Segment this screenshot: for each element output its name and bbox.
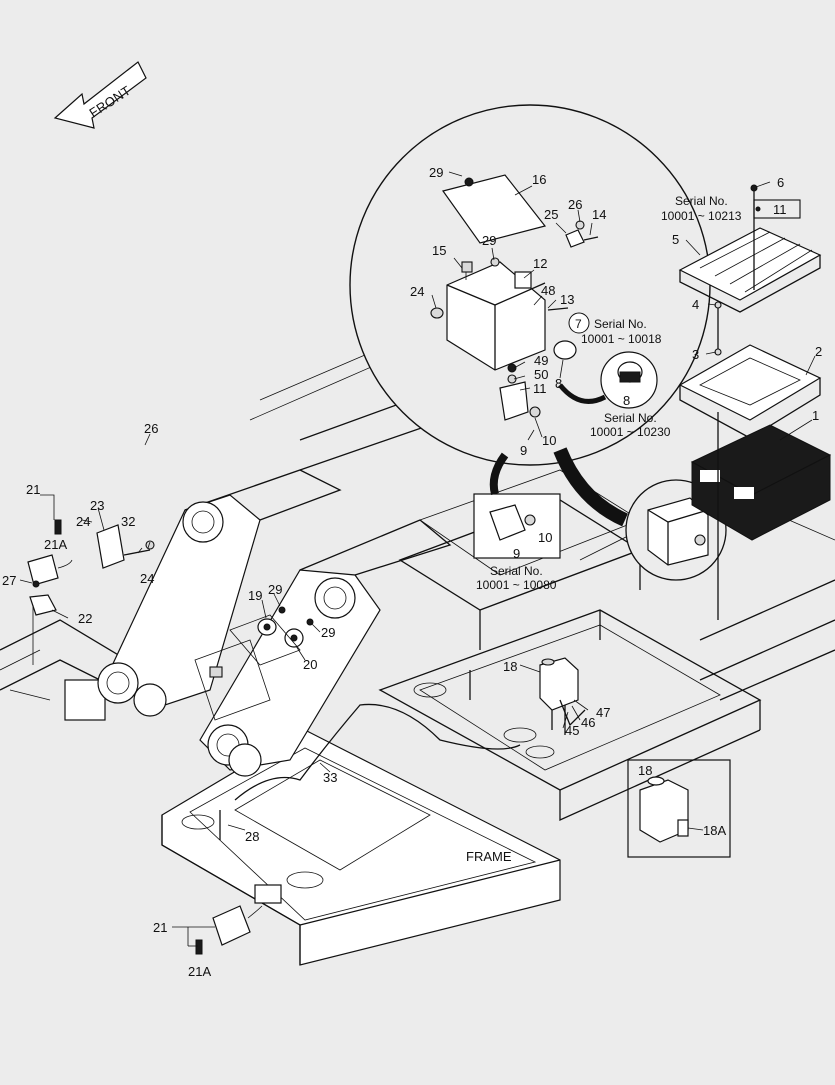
callout-24: 24 bbox=[140, 571, 154, 586]
cover-plate-16 bbox=[442, 174, 547, 244]
callout-11: 11 bbox=[533, 381, 547, 396]
callout-10: 10 bbox=[538, 530, 552, 545]
callout-13: 13 bbox=[560, 292, 574, 307]
callout-6: 6 bbox=[777, 175, 784, 190]
callout-1: 1 bbox=[812, 408, 819, 423]
callout-8: 8 bbox=[623, 393, 630, 408]
box-15 bbox=[446, 261, 546, 371]
callout-16: 16 bbox=[532, 172, 546, 187]
washer-tank-inset bbox=[627, 759, 731, 858]
callout-10: 10 bbox=[542, 433, 556, 448]
callout-21: 21 bbox=[153, 920, 167, 935]
front-arrow: FRONT bbox=[53, 61, 147, 129]
callout-47: 47 bbox=[596, 705, 610, 720]
callout-29: 29 bbox=[321, 625, 335, 640]
serial-9-line1: Serial No. bbox=[490, 564, 543, 578]
callout-49: 49 bbox=[534, 353, 548, 368]
callout-32: 32 bbox=[121, 514, 135, 529]
callout-21: 21 bbox=[26, 482, 40, 497]
key-switch-8 bbox=[553, 340, 577, 360]
callout-19: 19 bbox=[248, 588, 262, 603]
callout-4: 4 bbox=[692, 297, 699, 312]
serial-7-line1: Serial No. bbox=[594, 317, 647, 331]
callout-28: 28 bbox=[245, 829, 259, 844]
callout-9: 9 bbox=[520, 443, 527, 458]
serial-top-line2: 10001 ~ 10213 bbox=[661, 209, 742, 223]
boom-bracket bbox=[97, 469, 452, 777]
horns bbox=[229, 606, 314, 666]
callout-27: 27 bbox=[2, 573, 16, 588]
callout-46: 46 bbox=[581, 715, 595, 730]
callout-26: 26 bbox=[568, 197, 582, 212]
callout-18A: 18A bbox=[703, 823, 726, 838]
callout-50: 50 bbox=[534, 367, 548, 382]
serial-7-line2: 10001 ~ 10018 bbox=[581, 332, 662, 346]
callout-labels: 29 16 25 26 14 29 15 12 48 13 24 7 Seria… bbox=[2, 165, 822, 979]
serial-9-line2: 10001 ~ 10080 bbox=[476, 578, 557, 592]
callout-29: 29 bbox=[429, 165, 443, 180]
callout-18: 18 bbox=[638, 763, 652, 778]
serial-top-line1: Serial No. bbox=[675, 194, 728, 208]
callout-14: 14 bbox=[592, 207, 606, 222]
harness-33 bbox=[234, 703, 521, 801]
item-11-box bbox=[753, 199, 801, 219]
callout-12: 12 bbox=[533, 256, 547, 271]
callout-3: 3 bbox=[692, 347, 699, 362]
callout-33: 33 bbox=[323, 770, 337, 785]
bracket-25 bbox=[565, 229, 585, 248]
serial-8-line1: Serial No. bbox=[604, 411, 657, 425]
callout-48: 48 bbox=[541, 283, 555, 298]
leader-lines bbox=[19, 171, 816, 947]
callout-24: 24 bbox=[410, 284, 424, 299]
callout-24: 24 bbox=[76, 514, 90, 529]
work-lamp-bottom bbox=[195, 905, 263, 955]
switch-9 bbox=[499, 381, 529, 421]
detail-pointer bbox=[553, 447, 628, 527]
control-box-detail bbox=[430, 174, 599, 421]
work-lamp-left bbox=[27, 519, 155, 665]
key-switch-inset bbox=[558, 351, 658, 409]
callout-7: 7 bbox=[575, 317, 582, 331]
switch-inset bbox=[473, 452, 561, 559]
washer-tank bbox=[539, 657, 579, 735]
serial-8-line2: 10001 ~ 10230 bbox=[590, 425, 671, 439]
callout-21A: 21A bbox=[44, 537, 67, 552]
callout-11: 11 bbox=[773, 202, 787, 217]
callout-15: 15 bbox=[432, 243, 446, 258]
item-7-circle bbox=[568, 312, 590, 334]
callout-8: 8 bbox=[555, 376, 562, 391]
callout-29: 29 bbox=[268, 582, 282, 597]
callout-26: 26 bbox=[144, 421, 158, 436]
frame-label: FRAME bbox=[466, 849, 512, 864]
callout-25: 25 bbox=[544, 207, 558, 222]
callout-21A: 21A bbox=[188, 964, 211, 979]
battery-group bbox=[678, 184, 832, 620]
tray-2 bbox=[678, 344, 822, 421]
callout-22: 22 bbox=[78, 611, 92, 626]
callout-18: 18 bbox=[503, 659, 517, 674]
callout-23: 23 bbox=[90, 498, 104, 513]
callout-2: 2 bbox=[815, 344, 822, 359]
callout-5: 5 bbox=[672, 232, 679, 247]
callout-45: 45 bbox=[565, 723, 579, 738]
callout-29: 29 bbox=[482, 233, 496, 248]
callout-20: 20 bbox=[303, 657, 317, 672]
callout-9: 9 bbox=[513, 546, 520, 561]
